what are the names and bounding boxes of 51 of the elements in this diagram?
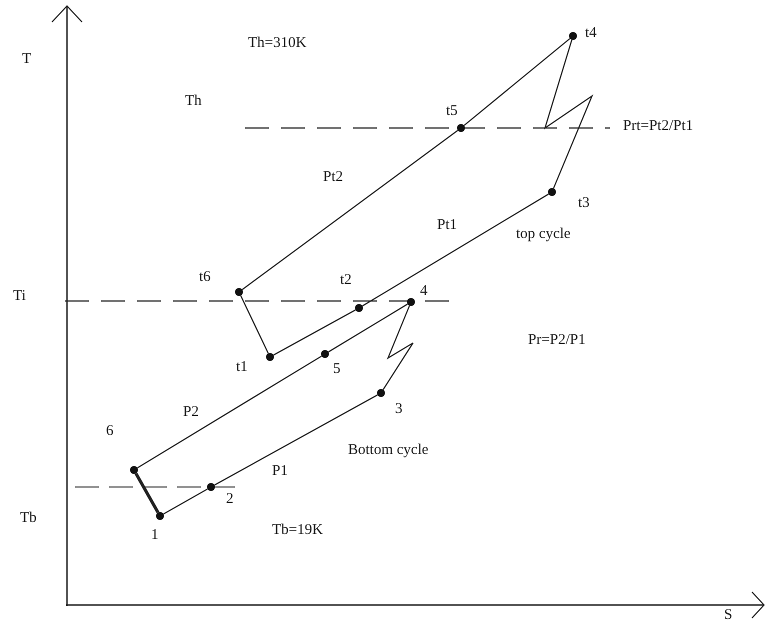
process-line — [214, 394, 378, 486]
diagram-label: Pt1 — [437, 218, 458, 233]
diagram-label: S — [724, 608, 732, 623]
point-label: t2 — [340, 273, 352, 288]
diagram-label: Pr=P2/P1 — [528, 333, 586, 348]
diagram-label: P1 — [272, 464, 288, 479]
diagram-label: Ti — [13, 289, 26, 304]
state-point — [355, 304, 363, 312]
state-point — [548, 188, 556, 196]
diagram-label: Tb=19K — [272, 523, 323, 538]
process-line — [464, 38, 570, 126]
state-point — [457, 124, 465, 132]
state-point — [569, 32, 577, 40]
point-label: 5 — [333, 362, 340, 377]
point-label: t6 — [199, 270, 211, 285]
process-line — [240, 295, 269, 354]
point-label: 6 — [106, 424, 114, 439]
process-line — [544, 40, 594, 189]
process-line — [134, 472, 160, 514]
diagram-label: T — [22, 52, 32, 67]
state-point — [235, 288, 243, 296]
diagram-label: Pt2 — [323, 170, 344, 185]
point-label: t1 — [236, 360, 248, 375]
diagram-label: Th — [185, 94, 202, 109]
state-point — [156, 512, 164, 520]
diagram-label: P2 — [183, 405, 199, 420]
point-label: 2 — [226, 492, 234, 507]
process-line — [328, 304, 408, 352]
state-point — [130, 466, 138, 474]
state-point — [407, 298, 415, 306]
process-line — [273, 309, 356, 356]
process-line — [242, 130, 458, 290]
process-line — [163, 488, 208, 515]
diagram-label: Prt=Pt2/Pt1 — [623, 119, 694, 134]
diagram-label: Tb — [20, 511, 37, 526]
state-point — [321, 350, 329, 358]
process-line — [382, 305, 414, 390]
point-label: 4 — [420, 284, 428, 299]
diagram-label: top cycle — [516, 227, 571, 242]
diagram-label: Th=310K — [248, 36, 306, 51]
state-point — [207, 483, 215, 491]
diagram-label: Bottom cycle — [348, 443, 428, 458]
point-label: t4 — [585, 26, 597, 41]
point-label: t5 — [446, 104, 458, 119]
point-label: 3 — [395, 402, 402, 417]
state-point — [266, 353, 274, 361]
process-line — [137, 356, 322, 468]
point-label: 1 — [151, 528, 158, 543]
process-line — [362, 194, 549, 306]
point-label: t3 — [578, 196, 590, 211]
state-point — [377, 389, 385, 397]
